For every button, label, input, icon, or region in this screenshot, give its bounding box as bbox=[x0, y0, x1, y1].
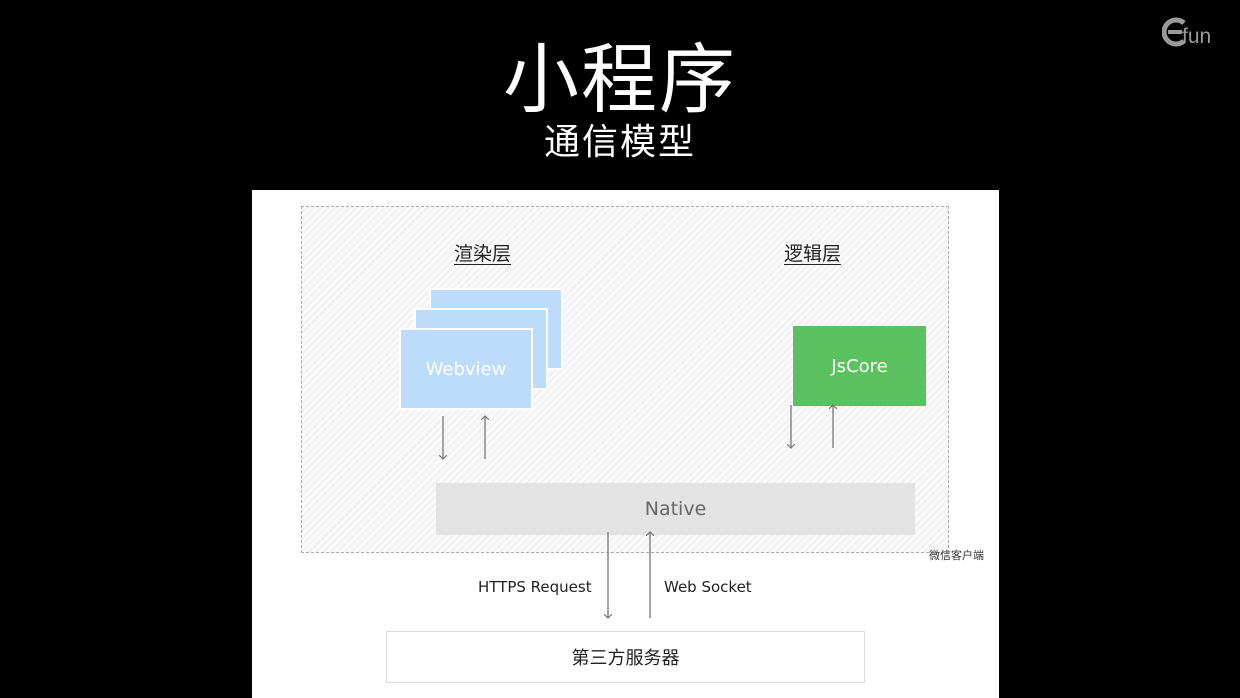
svg-text:fun: fun bbox=[1182, 25, 1211, 48]
native-bar: Native bbox=[436, 483, 915, 535]
page-title: 小程序 bbox=[503, 35, 737, 124]
render-layer-title: 渲染层 bbox=[454, 243, 512, 265]
wechat-client-container: 渲染层 逻辑层 Webview JsCore Native 微信客户端 bbox=[301, 206, 984, 562]
https-request-label: HTTPS Request bbox=[478, 578, 592, 596]
page-subtitle: 通信模型 bbox=[543, 122, 696, 163]
wechat-client-label: 微信客户端 bbox=[929, 549, 984, 562]
jscore-box: JsCore bbox=[793, 326, 926, 406]
third-party-server-box: 第三方服务器 bbox=[386, 631, 865, 683]
logic-layer-title: 逻辑层 bbox=[784, 243, 842, 265]
webview-card-front bbox=[399, 328, 533, 410]
webview-label: Webview bbox=[425, 358, 507, 380]
arrows-layer bbox=[252, 190, 999, 698]
web-socket-label: Web Socket bbox=[664, 578, 752, 596]
diagram-panel: 渲染层 逻辑层 Webview JsCore Native 微信客户端 HTTP… bbox=[252, 190, 999, 698]
efun-logo-icon: fun bbox=[1162, 17, 1211, 48]
